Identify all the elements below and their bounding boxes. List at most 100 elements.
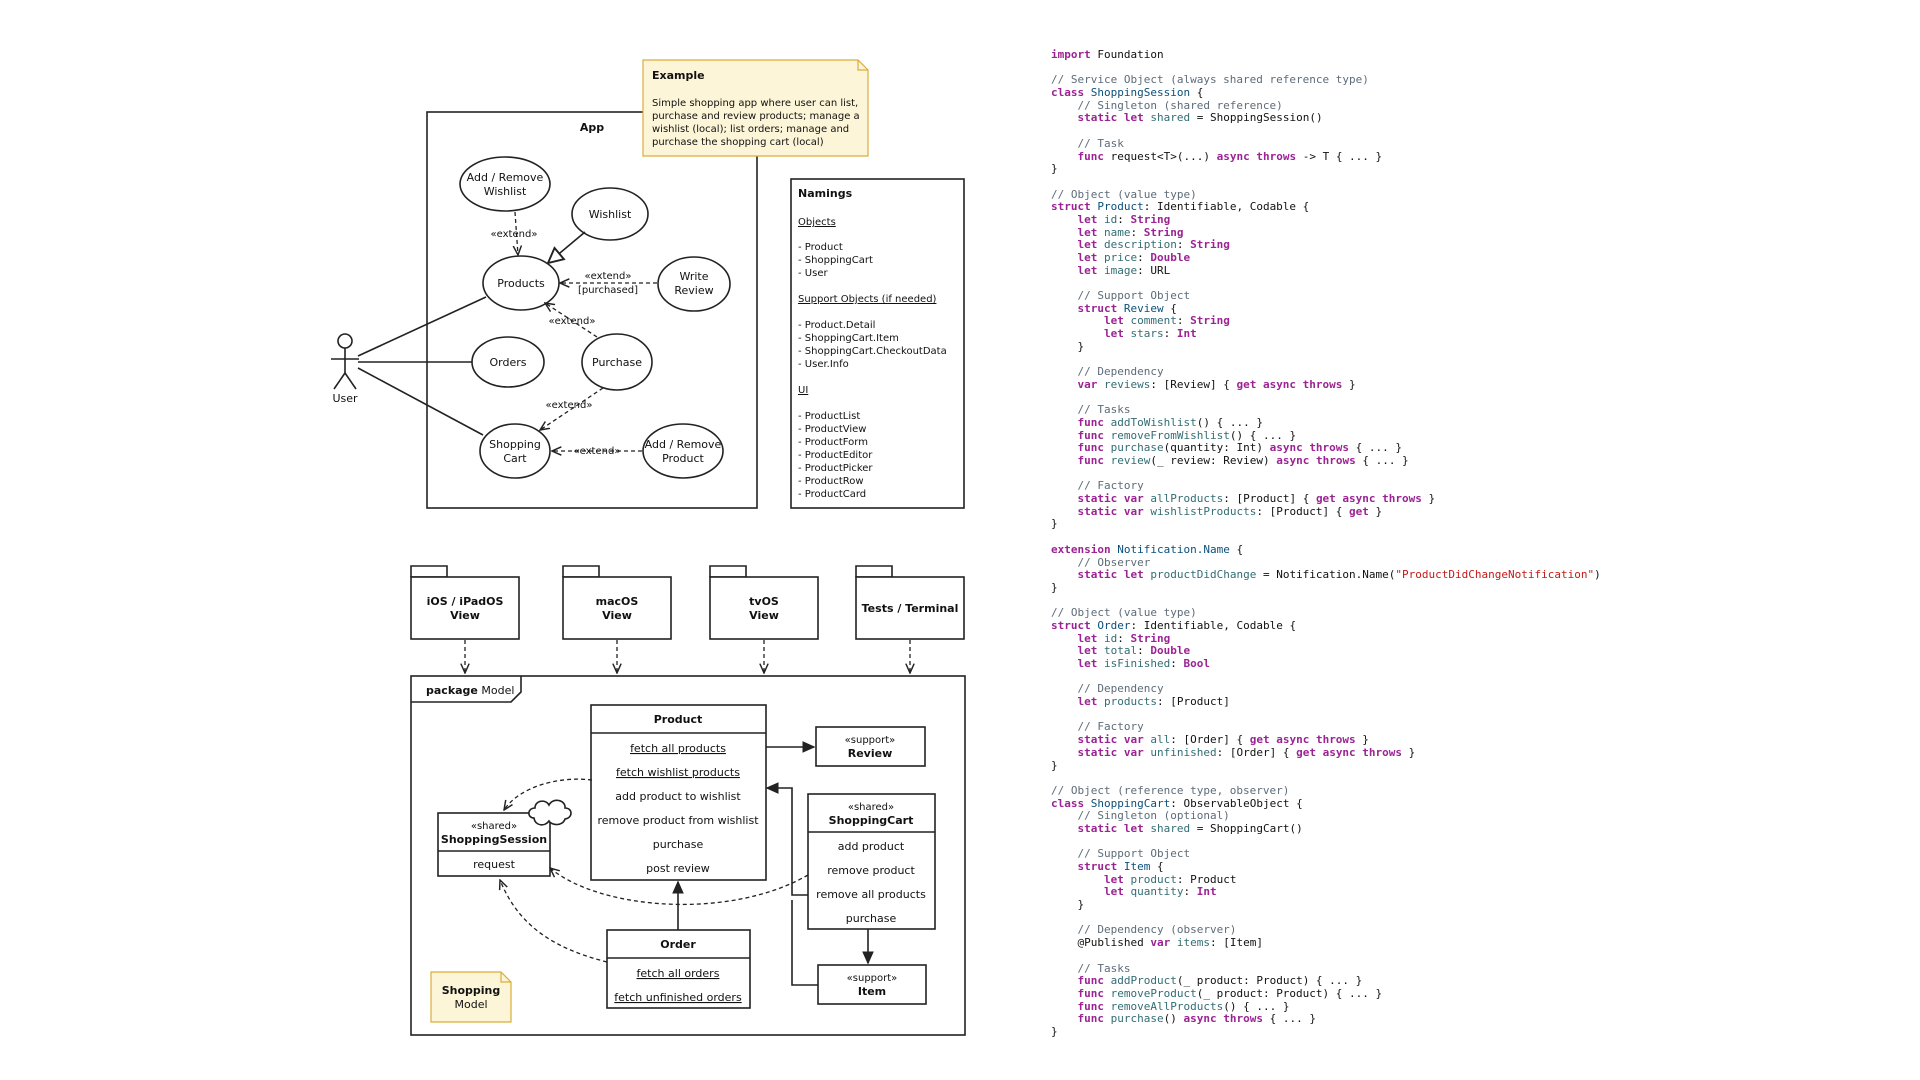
code-token: = Notification.Name( [1256, 568, 1396, 582]
code-token: allProducts [1150, 492, 1224, 506]
code-token [1051, 644, 1078, 657]
code-token: String [1130, 212, 1171, 226]
code-token [1051, 568, 1078, 581]
code-line: static let productDidChange = Notificati… [1051, 568, 1601, 582]
svg-text:«support»: «support» [847, 973, 898, 984]
code-token: struct [1077, 301, 1118, 315]
svg-text:Item: Item [858, 985, 886, 998]
code-token [1097, 644, 1104, 657]
code-token: func [1077, 454, 1105, 467]
code-token [1051, 505, 1078, 518]
code-line: } [1051, 518, 1601, 531]
code-token: async throws [1276, 454, 1356, 467]
code-line [1051, 950, 1601, 963]
code-token: let [1103, 885, 1124, 899]
code-token: get [1349, 504, 1369, 518]
class-item: «support» Item [817, 964, 927, 1005]
code-token: : [1176, 314, 1191, 328]
code-line: // Factory [1051, 721, 1601, 734]
code-token [1051, 822, 1078, 835]
code-line: let isFinished: Bool [1051, 657, 1601, 671]
code-token: : [1137, 644, 1151, 658]
swift-code-listing: import Foundation // Service Object (alw… [1051, 48, 1601, 1039]
svg-text:Product: Product [654, 713, 703, 726]
code-token [1051, 429, 1078, 442]
extend-label: «extend» [549, 316, 596, 327]
code-token: } [1051, 1024, 1058, 1038]
code-token [1097, 213, 1104, 226]
code-line: static var all: [Order] { get async thro… [1051, 733, 1601, 747]
code-token: total [1104, 644, 1138, 658]
code-token: ) [1594, 568, 1601, 582]
code-token [1051, 1000, 1078, 1013]
code-token: // Task [1051, 136, 1124, 150]
code-line: struct Item { [1051, 860, 1601, 874]
code-token: func [1077, 1012, 1105, 1026]
svg-text:Add / Remove: Add / Remove [645, 438, 722, 451]
method: remove product from wishlist [597, 814, 759, 827]
code-line: class ShoppingCart: ObservableObject { [1051, 797, 1601, 811]
code-token: // Dependency (observer) [1051, 923, 1237, 937]
code-line: func removeFromWishlist() { ... } [1051, 429, 1601, 443]
svg-text:Write: Write [679, 270, 708, 283]
code-token: : [Product] { [1256, 504, 1350, 518]
code-token: : [Review] { [1150, 377, 1237, 391]
code-token: } [1402, 745, 1416, 759]
code-line [1051, 392, 1601, 405]
svg-text:Order: Order [660, 938, 696, 951]
code-line: let total: Double [1051, 644, 1601, 658]
code-token: func [1077, 974, 1105, 988]
package-tests-terminal: Tests / Terminal [855, 565, 965, 640]
namings-item: - ProductView [798, 424, 867, 435]
code-token: let [1077, 657, 1098, 670]
code-line: var reviews: [Review] { get async throws… [1051, 377, 1601, 392]
example-note-line: purchase and review products; manage a [652, 111, 860, 122]
code-token [1051, 226, 1078, 239]
code-token: { ... } [1349, 441, 1403, 455]
class-order: Order fetch all orders fetch unfinished … [606, 929, 751, 1009]
code-token: let [1103, 314, 1124, 328]
code-token: quantity [1130, 885, 1184, 899]
code-token [1104, 429, 1111, 442]
svg-text:Review: Review [848, 747, 893, 760]
code-token [1051, 213, 1078, 226]
code-token: Int [1176, 327, 1197, 341]
code-token: static var [1077, 745, 1144, 759]
code-token: : [1117, 631, 1131, 645]
code-token: // Singleton (optional) [1051, 809, 1230, 823]
code-token: Bool [1183, 657, 1210, 670]
method: fetch unfinished orders [614, 991, 742, 1004]
code-line: extension Notification.Name { [1051, 543, 1601, 557]
code-token: let [1077, 644, 1098, 658]
code-token [1051, 327, 1104, 340]
class-shopping-session: «shared» ShoppingSession request [437, 812, 551, 877]
code-token: description [1104, 238, 1177, 252]
code-token [1097, 238, 1104, 251]
example-note-title: Example [652, 69, 705, 82]
code-token: : [Item] [1209, 936, 1263, 950]
code-token: Double [1150, 644, 1191, 658]
svg-text:macOS: macOS [596, 595, 639, 608]
code-token [1051, 1012, 1078, 1025]
class-product: Product fetch all products fetch wishlis… [590, 704, 767, 881]
code-token: : Identifiable, Codable { [1130, 618, 1297, 632]
code-token: addProduct [1110, 974, 1177, 988]
code-token: : [1176, 238, 1191, 252]
code-token: : [1170, 657, 1184, 670]
code-line: let quantity: Int [1051, 886, 1601, 899]
code-token [1117, 302, 1124, 315]
code-line: // Dependency (observer) [1051, 924, 1601, 937]
code-token: let [1077, 212, 1098, 226]
package-tvos-view: tvOS View [709, 565, 819, 640]
code-token: id [1104, 212, 1118, 226]
usecase-shopping-cart: Shopping Cart [479, 423, 551, 479]
code-token: Int [1196, 885, 1217, 899]
usecase-add-remove-wishlist: Add / Remove Wishlist [459, 156, 551, 212]
code-token: struct [1077, 860, 1118, 873]
code-token: products [1104, 695, 1157, 709]
code-token: async throws [1216, 149, 1297, 163]
code-token: func [1077, 986, 1105, 1000]
code-token [1084, 797, 1091, 810]
usecase-orders: Orders [471, 336, 545, 388]
code-token: (_ review: Review) [1150, 454, 1277, 467]
